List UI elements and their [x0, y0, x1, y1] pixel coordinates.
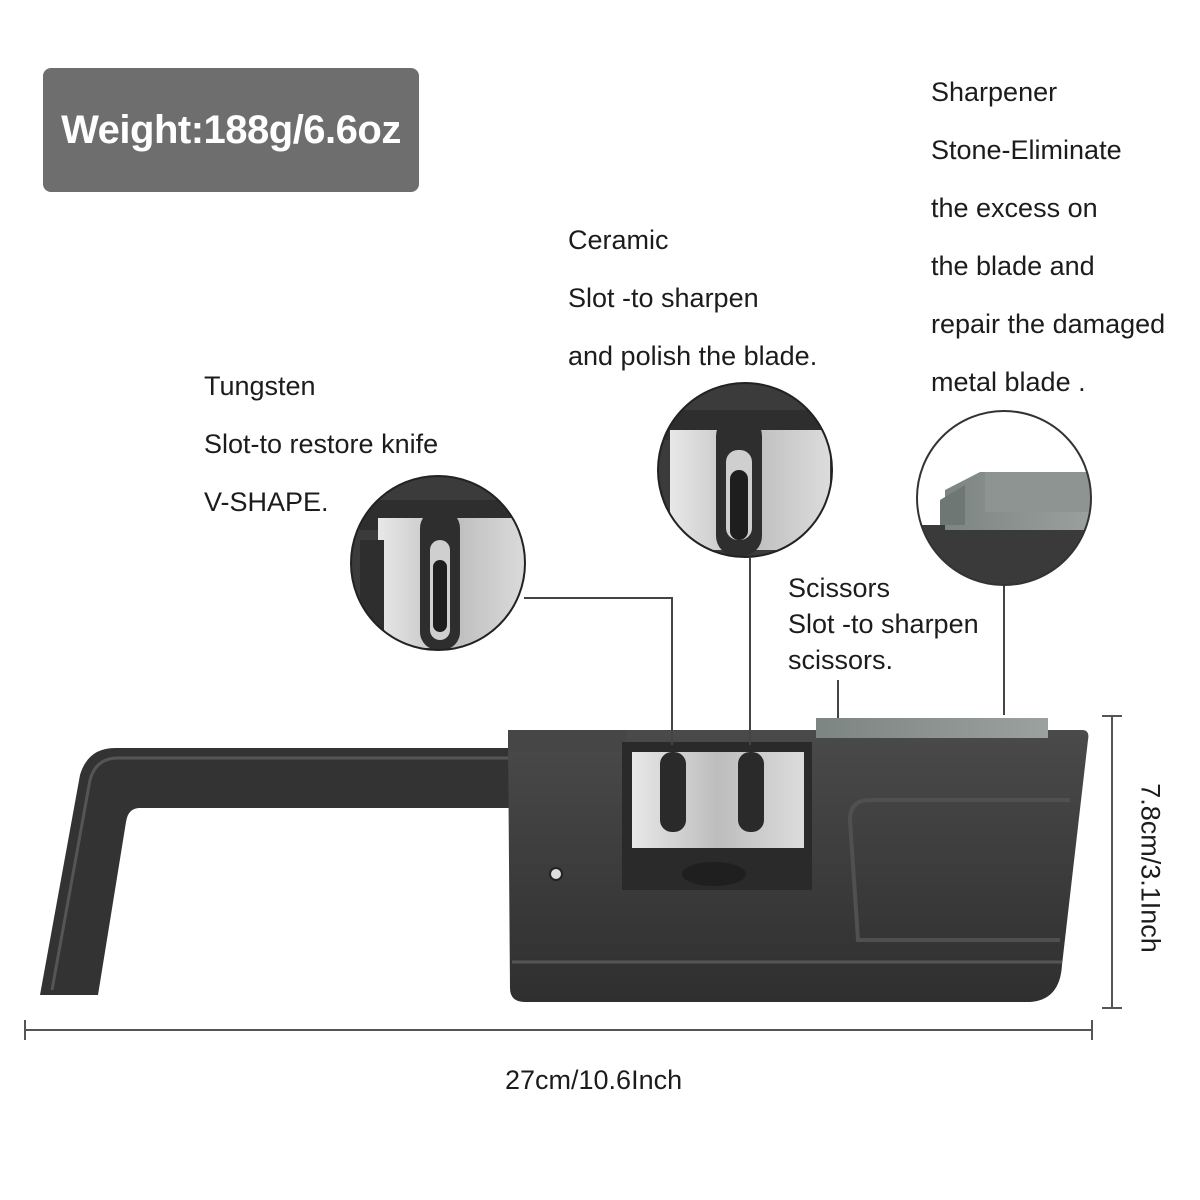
scissors-label-line-1: Scissors	[788, 573, 891, 603]
sharpener-stone-label: Sharpener Stone-Eliminate the excess on …	[931, 63, 1165, 411]
tungsten-label-line-2: Slot-to restore knife	[204, 429, 439, 459]
stone-label-line-6: metal blade .	[931, 367, 1086, 397]
ceramic-label-line-2: Slot -to sharpen	[568, 283, 759, 313]
scissors-slot-label: Scissors Slot -to sharpen scissors.	[788, 570, 979, 678]
stone-label-line-1: Sharpener	[931, 77, 1058, 107]
stone-label-line-4: the blade and	[931, 251, 1095, 281]
sharpener-body	[508, 718, 1089, 1002]
ceramic-label-line-3: and polish the blade.	[568, 341, 818, 371]
callout-lines	[524, 558, 1005, 745]
stone-label-line-5: repair the damaged	[931, 309, 1166, 339]
tungsten-slot-label: Tungsten Slot-to restore knife V-SHAPE.	[204, 357, 438, 531]
tungsten-label-line-3: V-SHAPE.	[204, 487, 329, 517]
dimension-lines	[24, 715, 1122, 1040]
ceramic-detail-circle	[657, 382, 833, 558]
ceramic-label-line-1: Ceramic	[568, 225, 669, 255]
stone-label-line-3: the excess on	[931, 193, 1098, 223]
stone-detail-circle	[916, 410, 1092, 586]
weight-badge: Weight:188g/6.6oz	[43, 68, 419, 192]
width-dimension-label: 27cm/10.6Inch	[505, 1065, 683, 1095]
scissors-label-line-3: scissors.	[788, 645, 894, 675]
stone-label-line-2: Stone-Eliminate	[931, 135, 1122, 165]
sharpener-handle	[40, 748, 515, 995]
scissors-label-line-2: Slot -to sharpen	[788, 609, 979, 639]
height-dimension-label: 7.8cm/3.1Inch	[1135, 783, 1166, 953]
tungsten-label-line-1: Tungsten	[204, 371, 316, 401]
ceramic-slot-label: Ceramic Slot -to sharpen and polish the …	[568, 211, 817, 385]
